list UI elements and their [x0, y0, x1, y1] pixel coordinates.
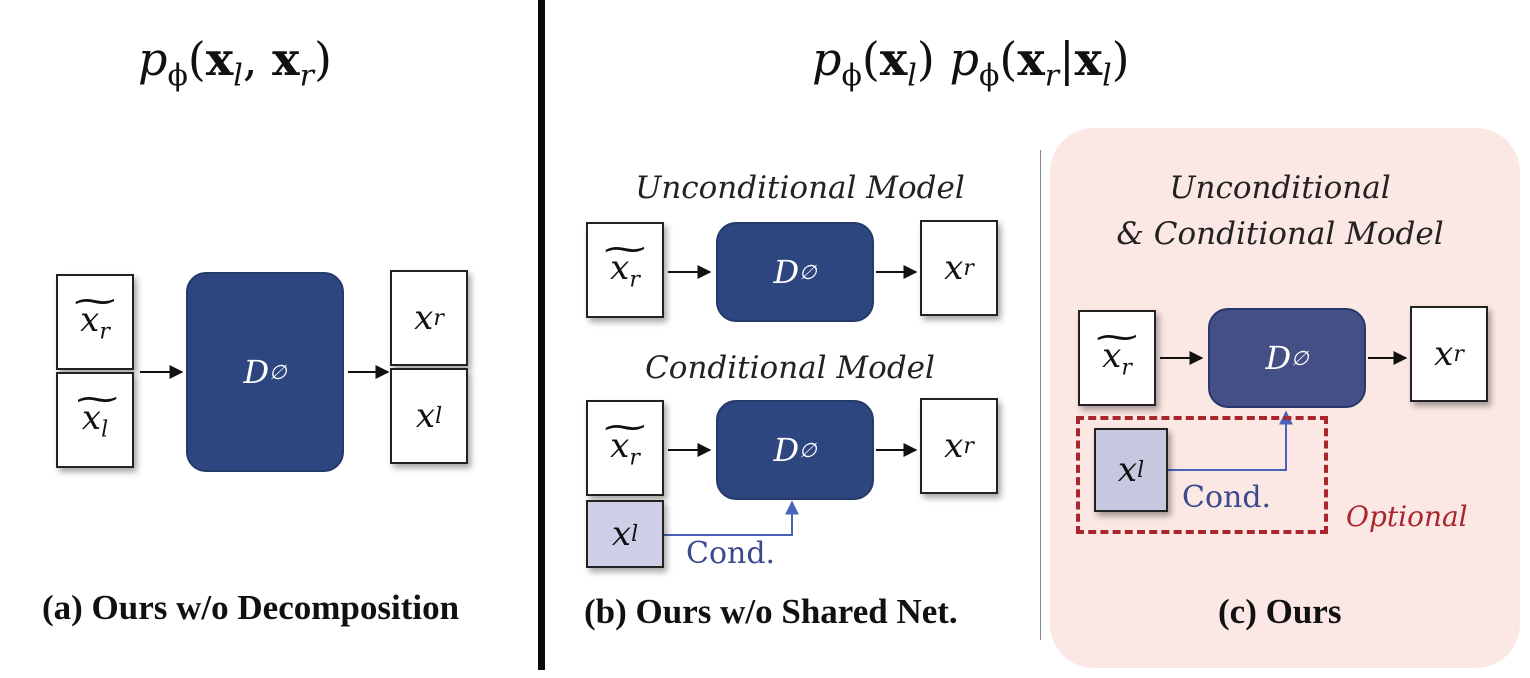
caption-c: (c) Ours — [1218, 592, 1342, 631]
denoiser-network: D∅ — [716, 222, 874, 322]
caption-a: (a) Ours w/o Decomposition — [42, 588, 460, 627]
denoiser-network: D∅ — [716, 400, 874, 500]
cond-label: Cond. — [1182, 480, 1272, 515]
cond-arrow-c — [1168, 410, 1293, 471]
panel-divider — [538, 0, 545, 670]
joint-formula: pϕ(xl, xr) — [138, 32, 332, 94]
factorized-formula: pϕ(xl) pϕ(xr|xl) — [812, 32, 1130, 94]
noisy-xr-box: xr — [586, 222, 664, 318]
caption-b: (b) Ours w/o Shared Net. — [584, 592, 958, 631]
noisy-xr-box: xr — [56, 274, 134, 370]
optional-condition-region — [1076, 416, 1328, 534]
cond-arrow-b — [664, 500, 799, 536]
denoiser-network: D∅ — [186, 272, 344, 472]
optional-label: Optional — [1346, 500, 1468, 533]
shared-model-title-line1: Unconditional — [1169, 170, 1391, 206]
conditional-model-title: Conditional Model — [645, 350, 935, 386]
panel-divider-thin — [1040, 150, 1041, 640]
noisy-xl-box: xl — [56, 372, 134, 468]
shared-denoiser-network: D∅ — [1208, 308, 1366, 408]
unconditional-model-title: Unconditional Model — [635, 170, 965, 206]
cond-label: Cond. — [686, 536, 776, 571]
noisy-xr-box: xr — [1078, 310, 1156, 406]
shared-model-title-line2: & Conditional Model — [1116, 216, 1444, 252]
noisy-xr-box: xr — [586, 400, 664, 496]
